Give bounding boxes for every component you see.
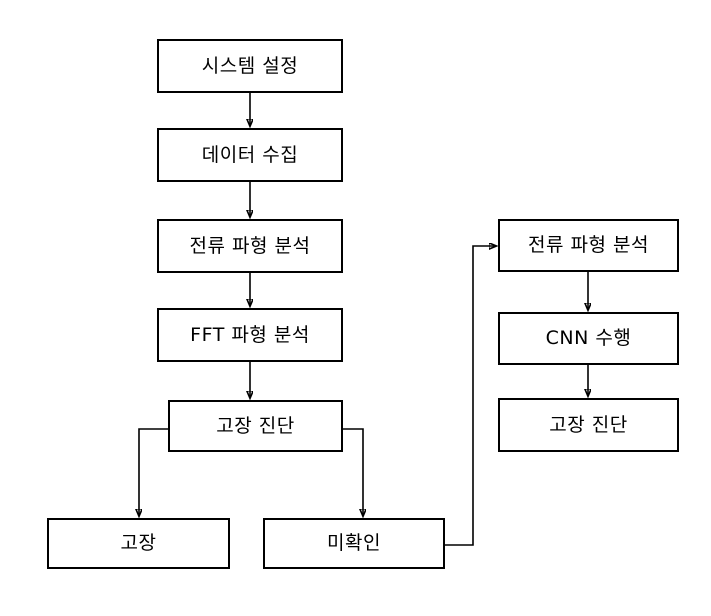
edge-diagnosis-to-fault (139, 428, 168, 516)
node-current-waveform-analysis-left[interactable]: 전류 파형 분석 (157, 219, 343, 273)
node-cnn-execution[interactable]: CNN 수행 (498, 312, 679, 365)
node-fault-label: 고장 (120, 532, 157, 554)
node-current-waveform-analysis-right-label: 전류 파형 분석 (528, 234, 649, 256)
node-fft-waveform-analysis[interactable]: FFT 파형 분석 (157, 308, 343, 362)
node-system-setup-label: 시스템 설정 (201, 54, 299, 77)
node-fault-diagnosis-right[interactable]: 고장 진단 (498, 398, 679, 452)
node-current-waveform-analysis-right[interactable]: 전류 파형 분석 (498, 219, 679, 272)
edge-diagnosis-to-unconfirmed (343, 428, 363, 516)
node-system-setup[interactable]: 시스템 설정 (157, 39, 343, 93)
node-fft-waveform-analysis-label: FFT 파형 분석 (190, 323, 310, 346)
node-fault[interactable]: 고장 (47, 518, 230, 569)
node-unconfirmed-label: 미확인 (327, 532, 381, 554)
node-fault-diagnosis-left-label: 고장 진단 (216, 414, 295, 437)
node-cnn-execution-label: CNN 수행 (545, 327, 632, 349)
edge-unconfirmed-to-current-right (445, 246, 496, 546)
node-fault-diagnosis-left[interactable]: 고장 진단 (168, 400, 343, 452)
node-current-waveform-analysis-left-label: 전류 파형 분석 (189, 234, 311, 257)
node-data-collection[interactable]: 데이터 수집 (157, 128, 343, 182)
node-unconfirmed[interactable]: 미확인 (263, 518, 445, 569)
node-fault-diagnosis-right-label: 고장 진단 (549, 413, 628, 436)
node-data-collection-label: 데이터 수집 (201, 143, 299, 166)
